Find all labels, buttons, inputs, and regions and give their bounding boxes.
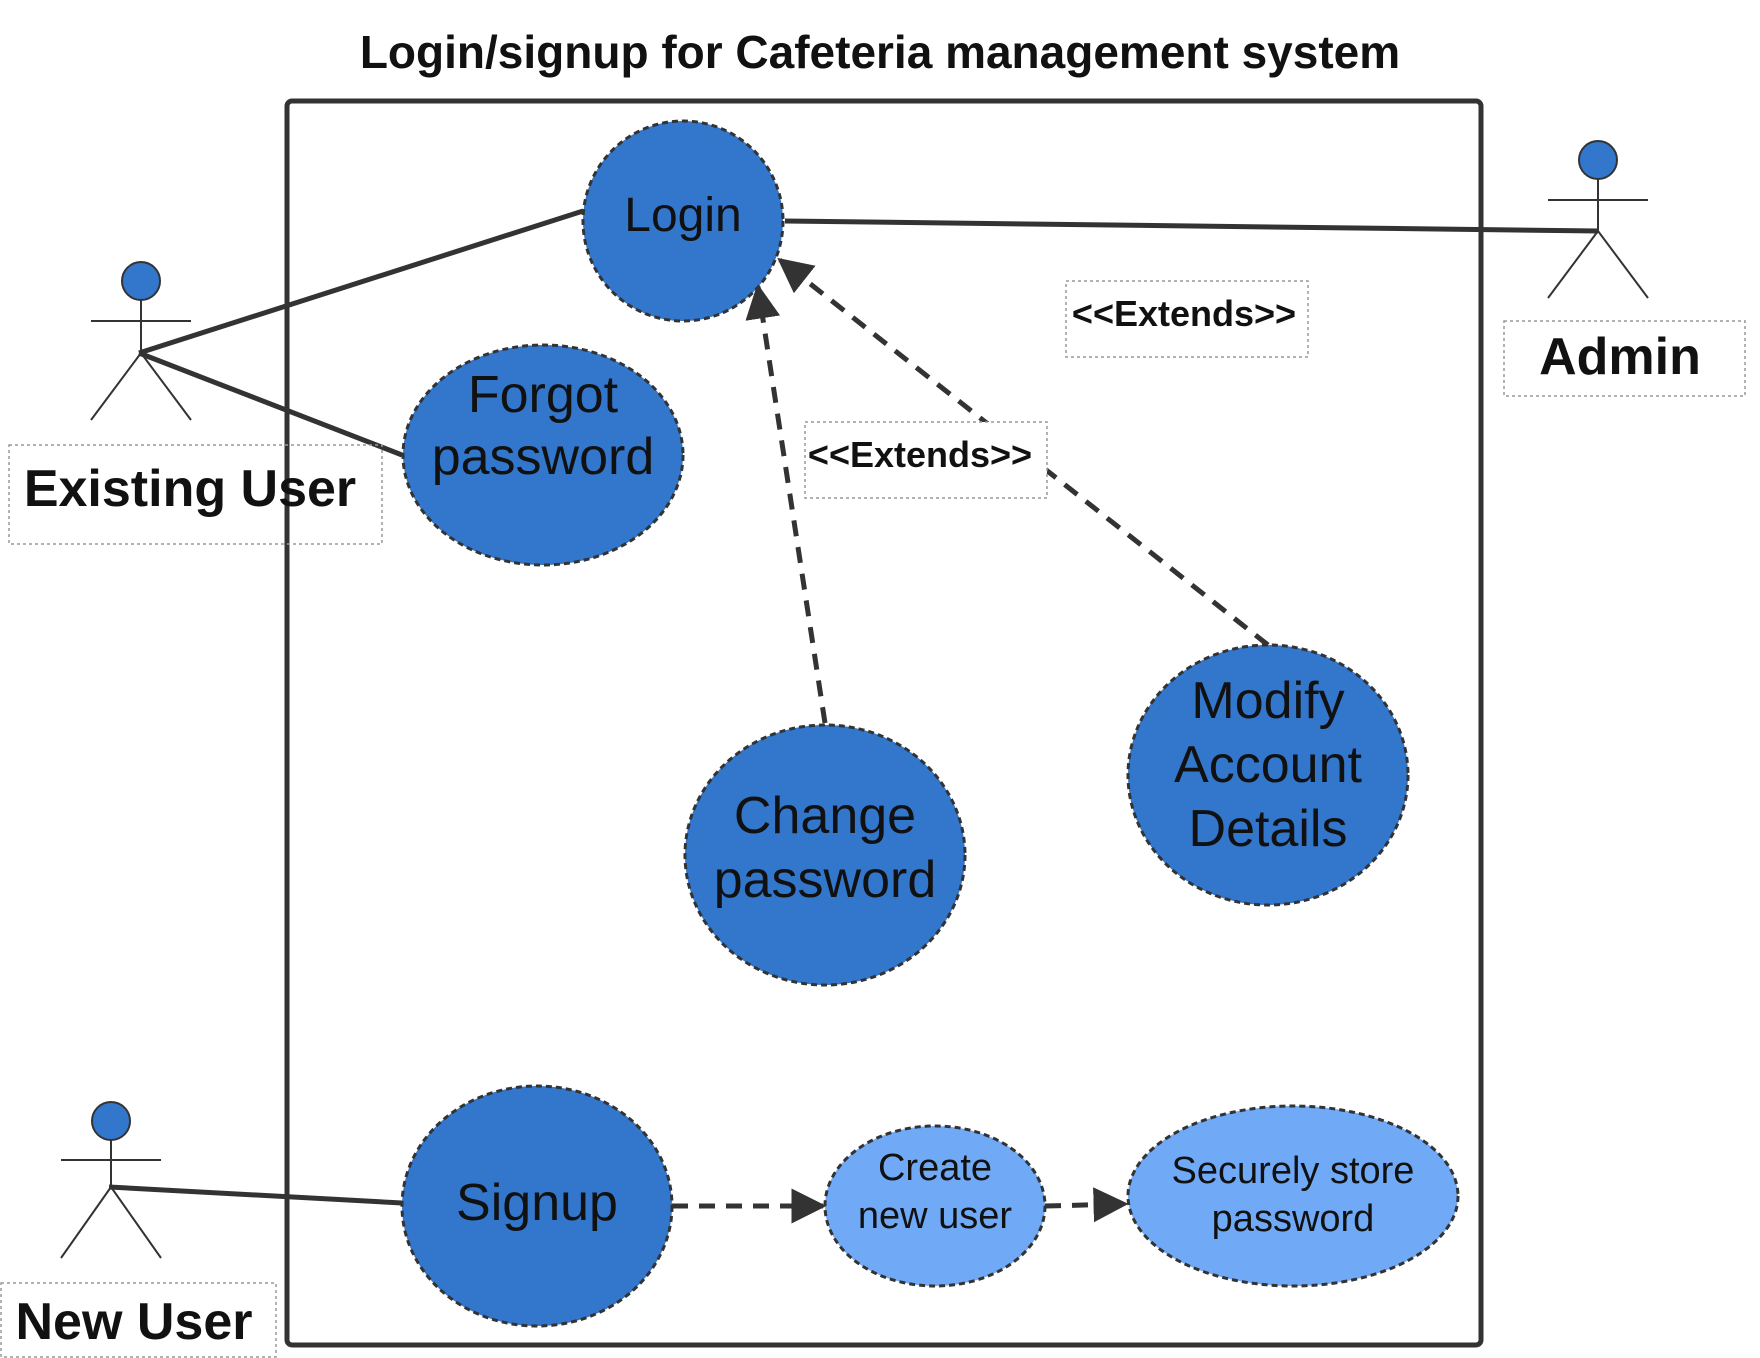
system-boundary	[284, 98, 1484, 1348]
actor-admin-label-box: Admin	[1503, 320, 1746, 397]
usecase-securely-store-password[interactable]: Securely store password	[1126, 1104, 1460, 1288]
usecase-create-new-user[interactable]: Create new user	[823, 1124, 1047, 1288]
association-new-user-signup	[108, 1184, 403, 1206]
extends-label-1-text: <<Extends>>	[1072, 293, 1296, 334]
usecase-forgot-password[interactable]: Forgot password	[401, 343, 685, 567]
actor-existing-user[interactable]	[90, 261, 192, 421]
usecase-create-line-2: new user	[858, 1195, 1013, 1237]
usecase-modify-account-details[interactable]: Modify Account Details	[1126, 643, 1410, 907]
usecase-signup-label: Signup	[456, 1174, 618, 1232]
diagram-title: Login/signup for Cafeteria management sy…	[360, 26, 1400, 78]
usecase-store-line-1: Securely store	[1172, 1150, 1415, 1192]
actor-existing-user-label-box: Existing User	[8, 444, 383, 545]
actor-new-user-head	[91, 1101, 131, 1141]
association-existing-user-login	[138, 208, 584, 356]
usecase-login[interactable]: Login	[581, 119, 785, 323]
flow-create-to-store	[1044, 1187, 1129, 1223]
usecase-change-password-line-1: Change	[734, 787, 916, 845]
usecase-change-password[interactable]: Change password	[683, 723, 967, 987]
association-existing-user-forgot	[138, 350, 403, 458]
association-admin-login	[784, 218, 1599, 234]
usecase-signup[interactable]: Signup	[400, 1084, 674, 1328]
actor-new-user[interactable]	[60, 1101, 162, 1259]
extends-label-2-text: <<Extends>>	[808, 434, 1032, 475]
usecase-modify-line-2: Account	[1174, 736, 1362, 794]
actor-admin-label: Admin	[1539, 328, 1701, 386]
actor-new-user-label: New User	[16, 1293, 253, 1351]
usecase-store-line-2: password	[1212, 1198, 1375, 1240]
usecase-create-line-1: Create	[878, 1147, 992, 1189]
actor-existing-user-label: Existing User	[24, 460, 356, 518]
extends-change-to-login	[745, 283, 828, 724]
usecase-change-password-line-2: password	[714, 851, 937, 909]
actor-admin-head	[1578, 140, 1618, 180]
usecase-login-label: Login	[624, 189, 741, 242]
usecase-modify-line-3: Details	[1189, 800, 1348, 858]
actor-new-user-label-box: New User	[0, 1282, 277, 1358]
actor-admin[interactable]	[1547, 140, 1649, 299]
usecase-modify-line-1: Modify	[1191, 672, 1344, 730]
usecase-forgot-password-line-1: Forgot	[468, 366, 619, 424]
actor-existing-user-head	[121, 261, 161, 301]
extends-label-1: <<Extends>>	[1065, 280, 1309, 358]
extends-label-2: <<Extends>>	[804, 421, 1048, 499]
usecase-forgot-password-line-2: password	[432, 428, 655, 486]
